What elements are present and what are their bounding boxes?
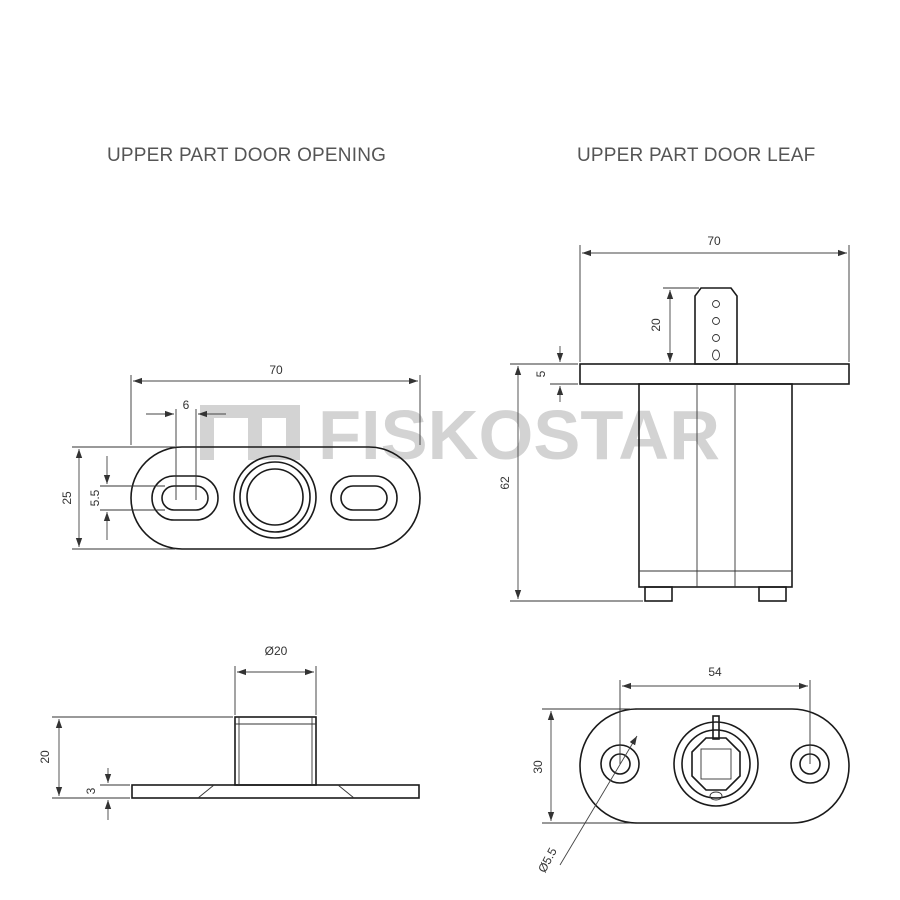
dim-leaf-hole-spacing: 54 <box>708 665 722 679</box>
title-door-leaf: UPPER PART DOOR LEAF <box>577 145 816 166</box>
dim-opening-slot-width: 6 <box>183 398 190 412</box>
watermark-logo-icon <box>200 405 300 460</box>
leader-hole-diameter <box>559 735 638 866</box>
leaf-top-ring-inner <box>681 729 751 799</box>
dim-opening-diameter: Ø20 <box>265 644 288 658</box>
dim-leaf-width: 70 <box>707 234 721 248</box>
title-door-opening: UPPER PART DOOR OPENING <box>107 145 387 166</box>
leaf-top-ring-outer <box>673 721 759 807</box>
dim-opening-plate: 3 <box>84 787 98 794</box>
leaf-top-pin-square <box>700 748 732 780</box>
opening-top-plate <box>130 446 421 550</box>
leaf-top-pin-key <box>712 715 720 740</box>
leaf-top-pin-octagon <box>691 737 741 791</box>
leaf-front-view: 70 20 5 62 <box>498 234 850 602</box>
dim-opening-width: 70 <box>269 363 283 377</box>
opening-top-boss-inner <box>246 468 304 526</box>
opening-top-slot-right-outer <box>330 475 398 521</box>
dim-leaf-height: 62 <box>498 476 512 490</box>
leaf-front-pin <box>694 287 738 365</box>
opening-top-slot-left-outer <box>151 475 219 521</box>
dim-leaf-pin: 20 <box>649 318 663 332</box>
opening-top-slot-left-inner <box>161 485 209 511</box>
opening-top-boss-outer <box>233 455 317 539</box>
leaf-top-view: 54 30 Ø5.5 <box>531 665 850 875</box>
dim-opening-slot-height: 5.5 <box>88 489 102 506</box>
opening-side-plate <box>131 784 420 799</box>
dim-opening-height: 25 <box>60 491 74 505</box>
dim-leaf-plate: 5 <box>534 370 548 377</box>
opening-top-view: 70 6 25 5.5 <box>60 363 421 550</box>
opening-top-slot-right-inner <box>340 485 388 511</box>
leaf-front-foot-left <box>644 586 673 602</box>
leaf-front-body <box>638 383 793 588</box>
opening-top-boss-mid <box>239 461 311 533</box>
leaf-front-foot-right <box>758 586 787 602</box>
leaf-top-plate <box>579 708 850 824</box>
opening-side-boss <box>234 716 317 786</box>
leaf-front-plate <box>579 363 850 385</box>
dim-opening-side-height: 20 <box>38 750 52 764</box>
opening-side-view: Ø20 20 3 <box>38 644 420 820</box>
dim-leaf-plate-height: 30 <box>531 760 545 774</box>
watermark-text: FISKOSTAR <box>318 396 720 474</box>
dim-leaf-hole-diameter: Ø5.5 <box>535 845 560 875</box>
